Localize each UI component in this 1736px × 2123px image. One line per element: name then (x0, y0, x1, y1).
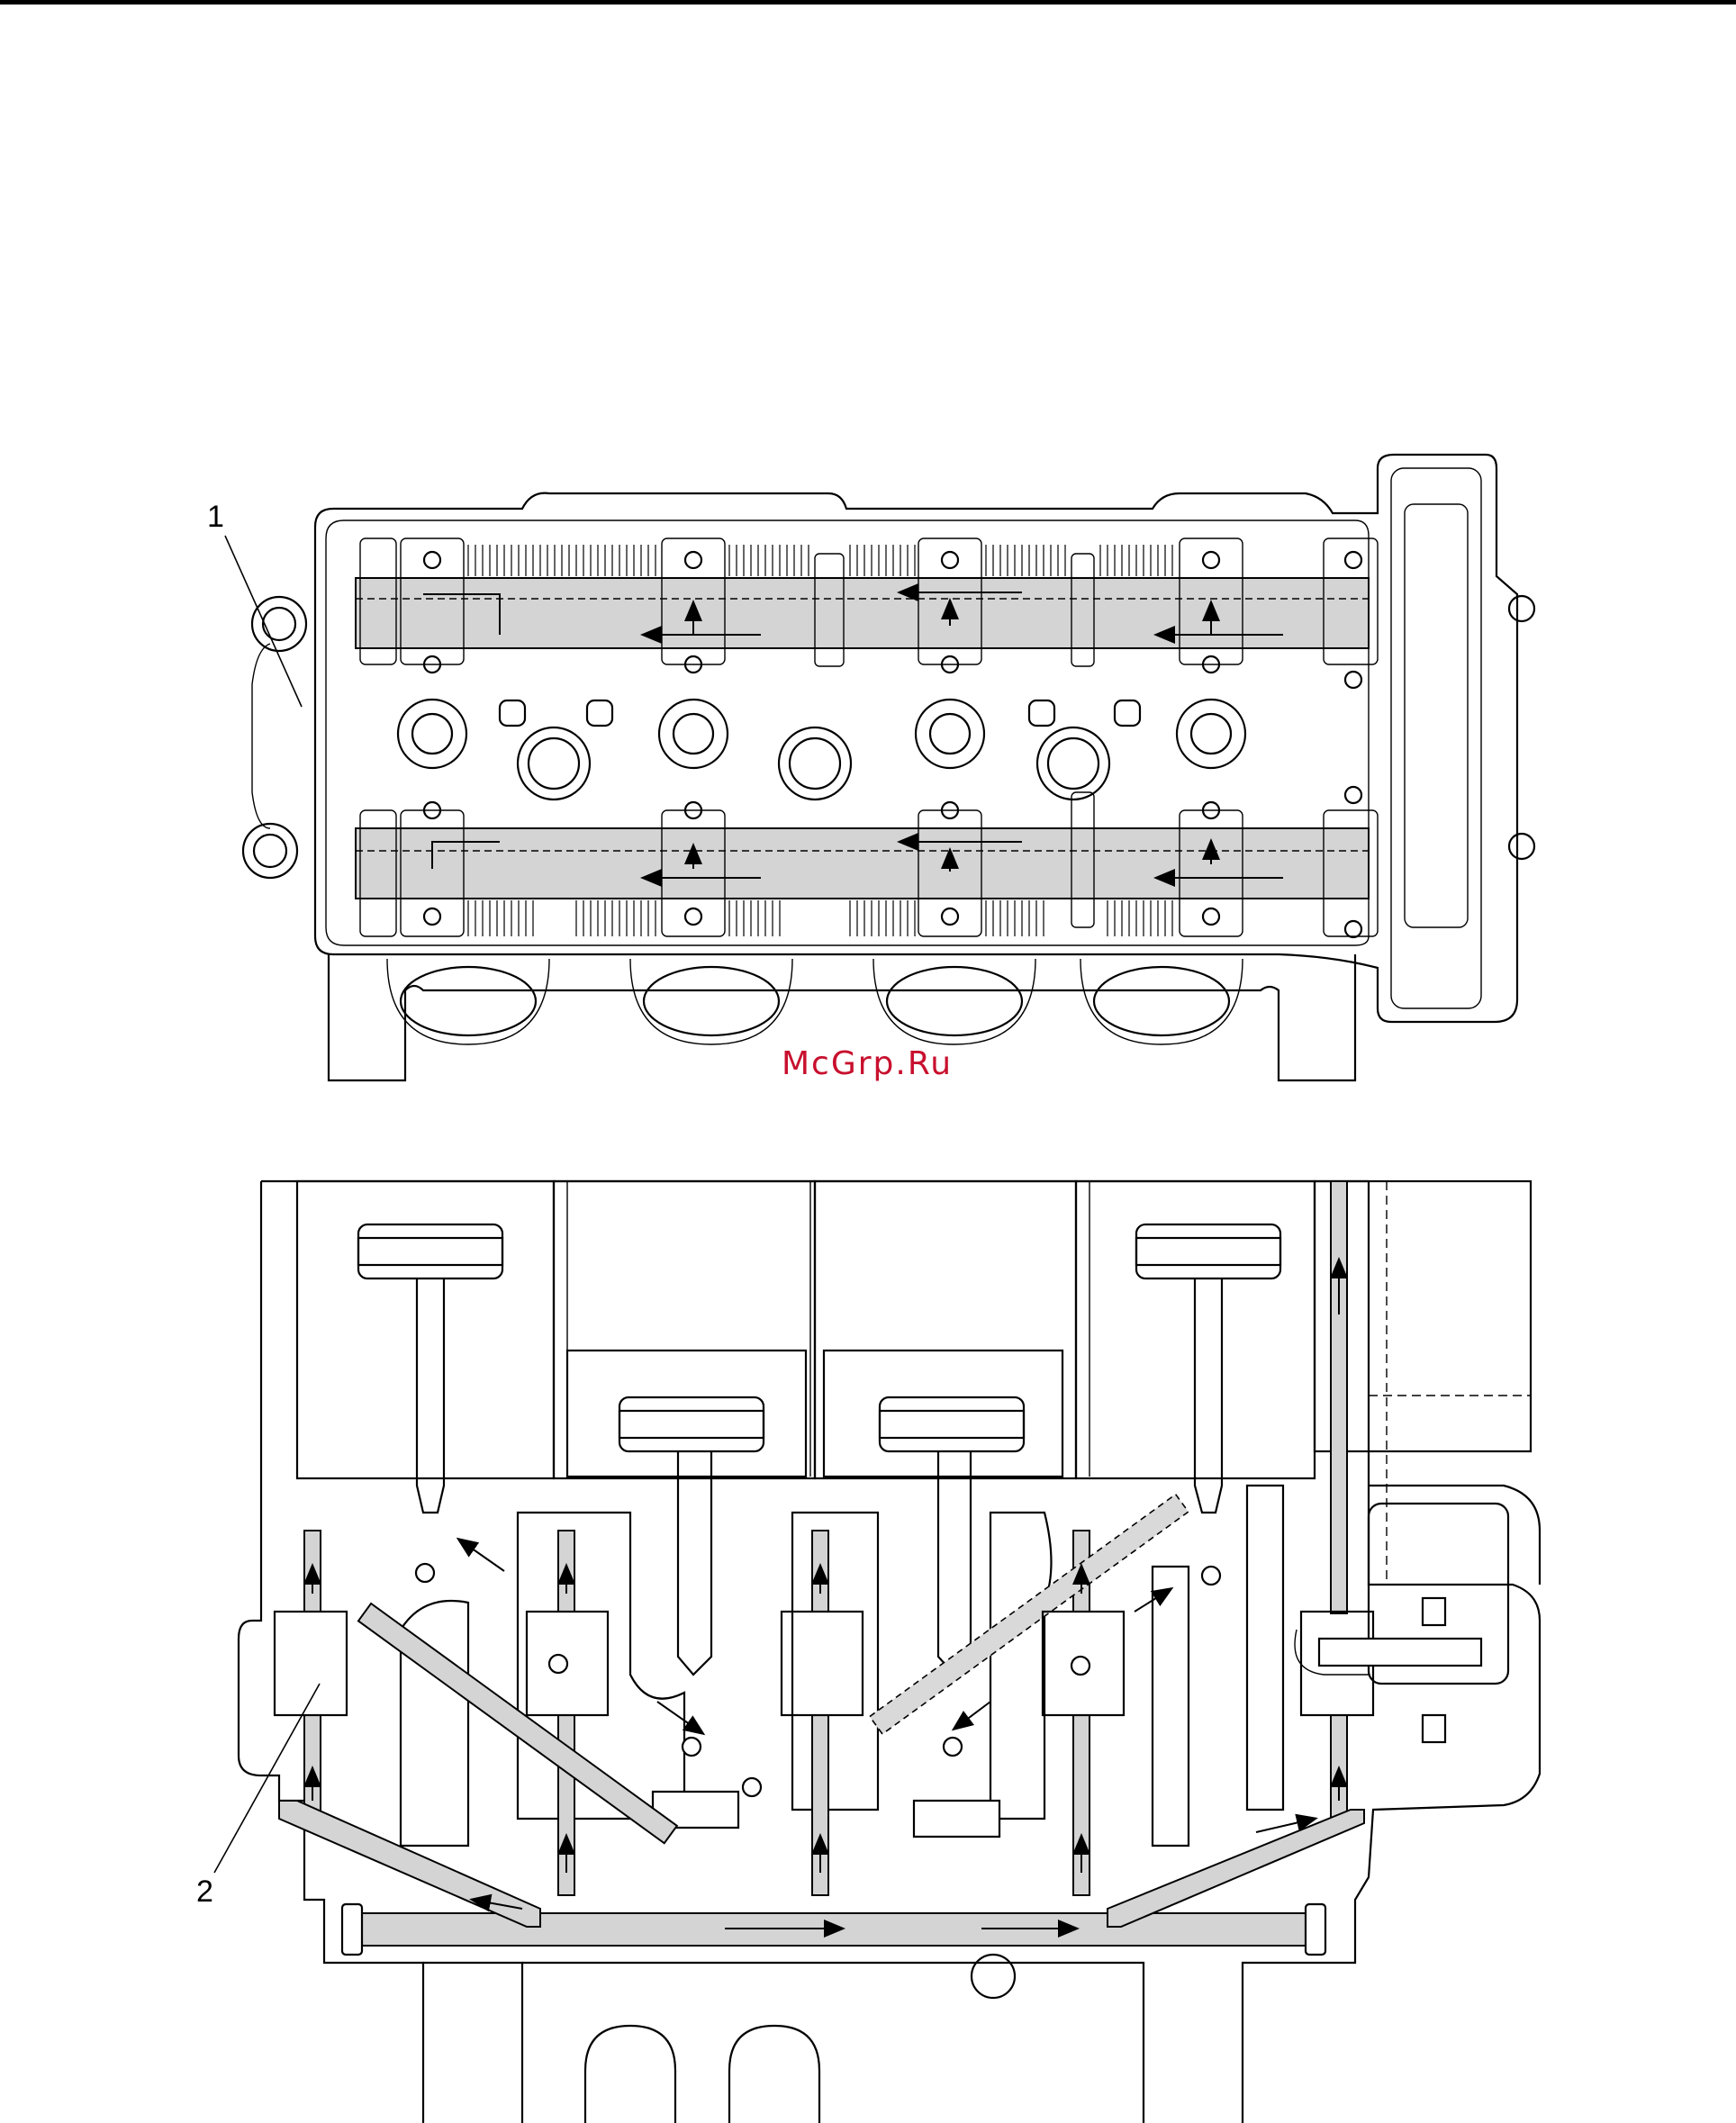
cylinder-head-top-view (243, 455, 1534, 1080)
upper-cam-oil-gallery (356, 578, 1369, 648)
vertical-oil-passages (304, 1181, 1347, 1895)
callout-2: 2 (196, 1684, 320, 1909)
callout-1: 1 (207, 500, 302, 707)
watermark-text: McGrp.Ru (782, 1045, 953, 1082)
callout-2-label: 2 (196, 1875, 213, 1909)
oil-sump (423, 1955, 1144, 2123)
callout-1-label: 1 (207, 500, 224, 534)
oil-pump-assembly (1295, 1504, 1508, 1742)
crankcase-section-view (239, 1181, 1540, 2123)
diagonal-passage-right (870, 1495, 1189, 1734)
plug-wells (398, 700, 1245, 800)
lower-cam-oil-gallery (356, 828, 1369, 899)
